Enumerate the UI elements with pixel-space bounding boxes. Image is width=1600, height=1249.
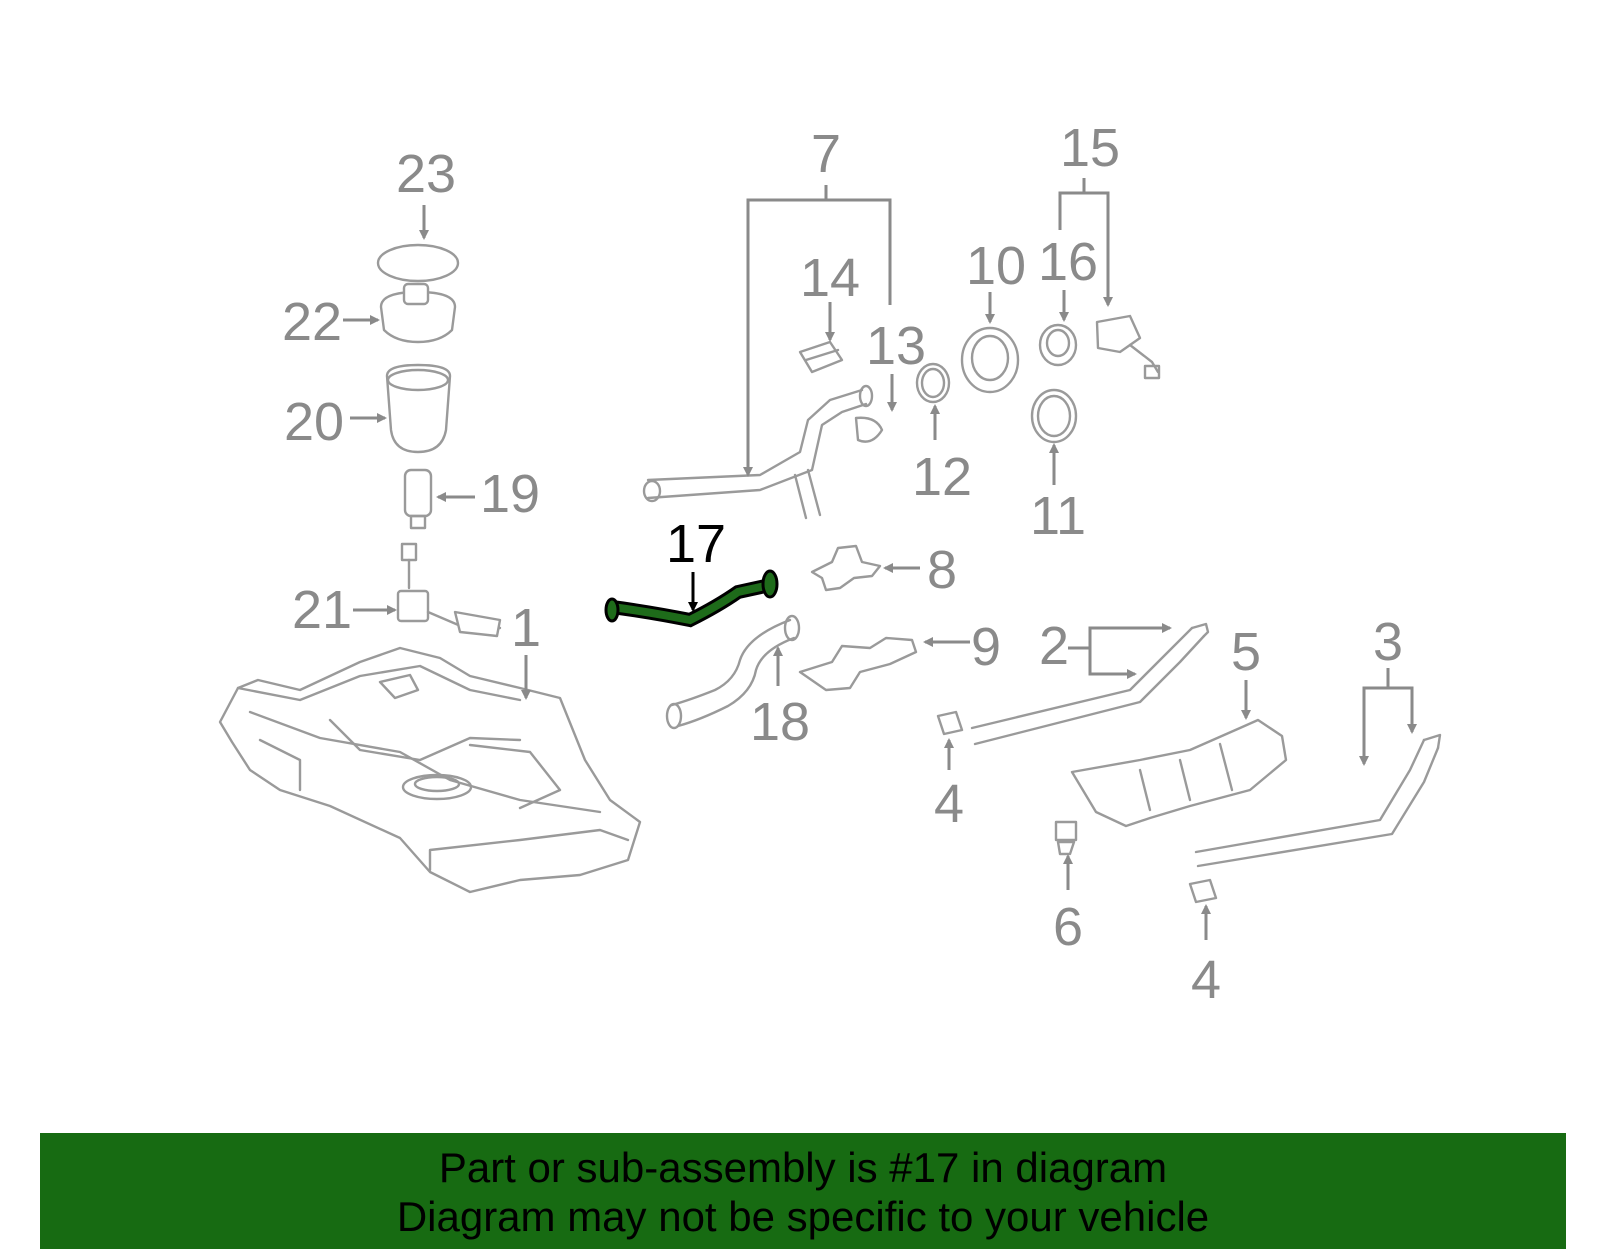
banner-line-2: Diagram may not be specific to your vehi… <box>396 1193 1210 1240</box>
straps-drawing <box>936 622 1442 904</box>
callout-9: 9 <box>971 617 1001 677</box>
callout-labels: 1 2 3 4 4 5 6 7 8 9 10 11 12 13 14 15 16… <box>282 118 1403 1010</box>
filler-pipe-drawing <box>642 340 884 520</box>
part-17-hose-drawing <box>604 569 779 628</box>
callout-13: 13 <box>866 316 926 376</box>
callout-18: 18 <box>750 692 810 752</box>
callout-6: 6 <box>1053 897 1083 957</box>
callout-2: 2 <box>1039 616 1069 676</box>
callout-14: 14 <box>800 248 860 308</box>
callout-21: 21 <box>292 580 352 640</box>
part-info-banner: Part or sub-assembly is #17 in diagram D… <box>40 1133 1566 1249</box>
callout-23: 23 <box>396 144 456 204</box>
callout-1: 1 <box>511 598 541 658</box>
callout-19: 19 <box>480 464 540 524</box>
callout-7: 7 <box>811 124 841 184</box>
callout-8: 8 <box>927 540 957 600</box>
callout-10: 10 <box>966 236 1026 296</box>
callout-20: 20 <box>284 392 344 452</box>
callout-16: 16 <box>1038 232 1098 292</box>
callout-12: 12 <box>912 447 972 507</box>
pump-module-drawing <box>376 243 502 638</box>
callout-15: 15 <box>1060 118 1120 178</box>
callout-17: 17 <box>666 514 726 574</box>
filler-cap-drawing <box>915 314 1161 444</box>
part-18-hose-drawing <box>665 614 801 730</box>
brackets-drawing <box>798 544 918 692</box>
callout-4-left: 4 <box>934 774 964 834</box>
banner-line-1: Part or sub-assembly is #17 in diagram <box>438 1144 1168 1191</box>
callout-5: 5 <box>1231 622 1261 682</box>
callout-3: 3 <box>1373 612 1403 672</box>
leader-lines <box>343 178 1417 940</box>
callout-22: 22 <box>282 292 342 352</box>
fuel-tank-drawing <box>218 646 642 894</box>
callout-11: 11 <box>1030 486 1086 546</box>
callout-4-right: 4 <box>1191 950 1221 1010</box>
